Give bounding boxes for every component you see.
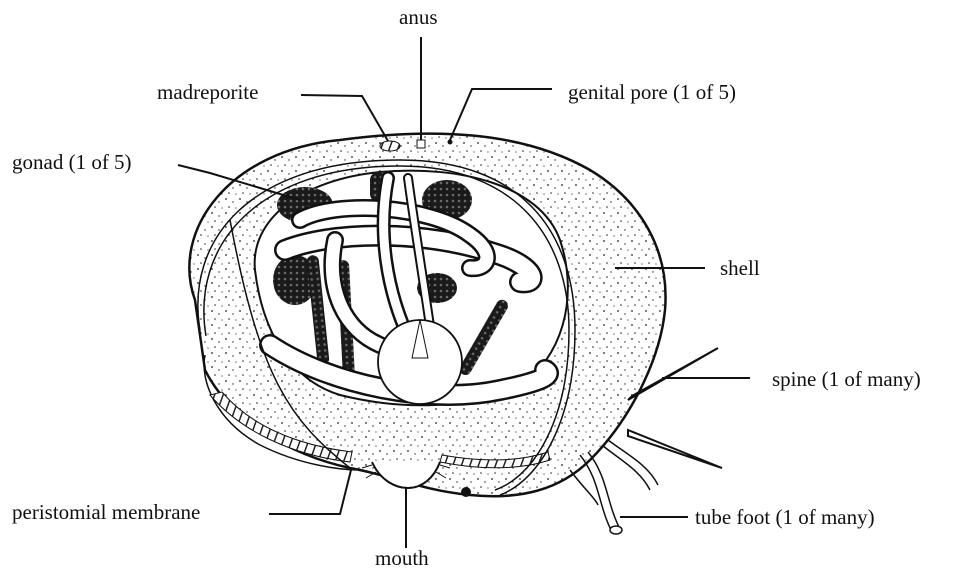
leader-peristomial — [269, 470, 351, 514]
small-tube-foot — [461, 487, 471, 497]
label-anus: anus — [399, 7, 438, 28]
label-peristomial-membrane: peristomial membrane — [12, 502, 200, 523]
label-madreporite: madreporite — [157, 82, 258, 103]
label-tube-foot: tube foot (1 of many) — [695, 507, 875, 528]
label-mouth: mouth — [375, 548, 429, 569]
genital-pore-shape — [448, 140, 453, 145]
leader-genital-pore — [450, 89, 552, 140]
label-genital-pore: genital pore (1 of 5) — [568, 82, 736, 103]
label-shell: shell — [720, 258, 760, 279]
leader-madreporite — [301, 95, 388, 141]
central-lantern — [378, 320, 462, 404]
label-spine: spine (1 of many) — [772, 369, 921, 390]
label-gonad: gonad (1 of 5) — [12, 152, 132, 173]
madreporite-shape — [380, 141, 400, 151]
anus-shape — [417, 140, 425, 148]
